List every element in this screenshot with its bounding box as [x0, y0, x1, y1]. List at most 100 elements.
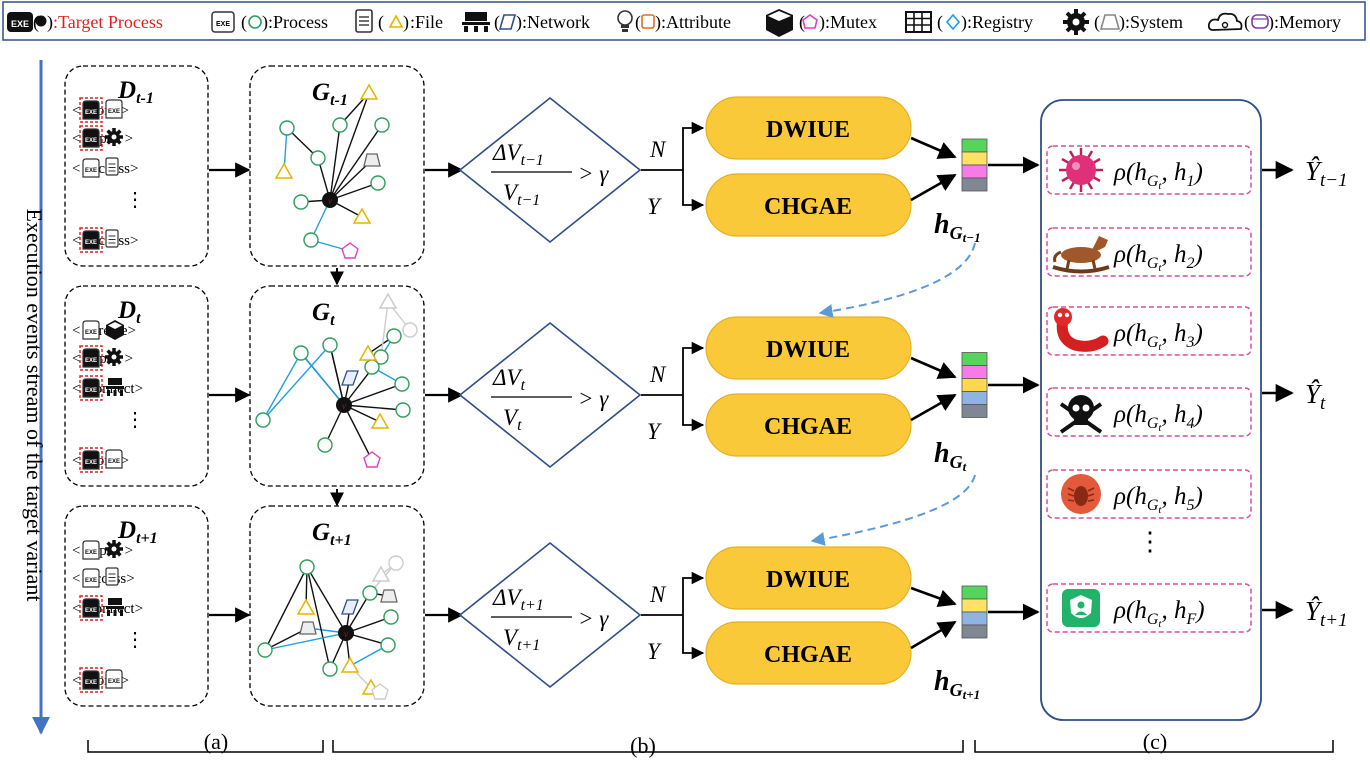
similarity-entry: ρ(hGt, h5) — [1046, 469, 1252, 519]
chgae-box — [705, 621, 912, 685]
similarity-formula-part: h — [1134, 401, 1147, 428]
branch-to-dwiue — [682, 121, 705, 170]
branch-to-chgae — [682, 170, 705, 212]
exe-text: EXE — [85, 138, 97, 144]
cube-top — [108, 322, 122, 329]
embedding-cell — [961, 611, 988, 626]
graph-edge — [343, 404, 404, 411]
similarity-formula-part: ) — [1192, 401, 1202, 428]
chgae-label: CHGAE — [764, 414, 852, 440]
net-top — [108, 378, 122, 385]
similarity-formula: ρ(hGt, hF) — [1113, 597, 1205, 630]
legend-paren-8: () — [1094, 12, 1125, 33]
prediction-base: Ŷ — [1305, 596, 1323, 626]
events-ellipsis: ⋮ — [125, 629, 145, 651]
target-highlight — [79, 447, 103, 473]
fraction-numerator: ΔVt+1 — [492, 585, 544, 614]
fraction-denominator: Vt+1 — [503, 625, 540, 654]
target-process-icon: EXE — [79, 595, 103, 621]
process-icon: EXE — [105, 669, 123, 689]
similarity-formula-part: ρ( — [1113, 241, 1136, 268]
legend-mutex: :Mutex — [825, 12, 877, 32]
graph-edge — [264, 632, 347, 651]
threshold: > γ — [578, 606, 609, 631]
exe-body — [82, 670, 100, 690]
similarity-panel: ρ(hGt, h1)ρ(hGt, h2)ρ(hGt, h3)ρ(hGt, h4)… — [1040, 99, 1262, 721]
process-node — [370, 175, 386, 191]
exe-body — [82, 378, 100, 398]
similarity-formula-part: , h — [1161, 320, 1186, 347]
legend-paren-4: () — [494, 12, 522, 33]
mutex-icon — [766, 9, 818, 37]
similarity-entry-frame — [1046, 469, 1252, 519]
process-node — [279, 120, 295, 136]
horse-tail — [1053, 250, 1062, 263]
net-top — [108, 598, 122, 605]
legend-file: :File — [410, 12, 443, 32]
fraction-den-base: V — [503, 180, 520, 205]
process-node — [293, 194, 309, 210]
branch-y-label: Y — [647, 419, 662, 444]
fraction-den-sub: t+1 — [517, 637, 540, 654]
similarity-formula-part: h — [1134, 320, 1147, 347]
similarity-formula-part: 5 — [1186, 497, 1194, 514]
skull-icon — [1059, 395, 1103, 434]
embedding-cell — [961, 164, 988, 179]
embedding-label: hGt — [934, 438, 967, 474]
worm-eye — [1064, 312, 1070, 318]
panel-label-a: (a) — [204, 729, 228, 754]
exe-body — [105, 99, 123, 119]
graph-edge — [343, 404, 373, 461]
system-node — [380, 589, 398, 603]
process-node — [332, 117, 348, 133]
system-node — [363, 153, 381, 167]
exe-text: EXE — [85, 168, 97, 174]
network-node — [341, 370, 359, 386]
legend-paren-6: () — [799, 12, 825, 33]
bracket-b — [332, 740, 964, 753]
branch-to-dwiue — [682, 571, 705, 615]
exe-body — [82, 598, 100, 618]
fraction-num-base: ΔV — [492, 365, 523, 390]
bug-leg — [1067, 487, 1075, 492]
net-port — [120, 610, 123, 616]
event-entry-2: < , access> — [72, 161, 138, 177]
similarity-formula-part: h — [1134, 597, 1147, 624]
process-node — [364, 359, 380, 375]
similarity-entry-frame — [1046, 387, 1252, 437]
exe-body — [82, 450, 100, 470]
embedding-cell — [961, 585, 988, 600]
panel-label-b: (b) — [630, 733, 656, 758]
skull-eye — [1082, 404, 1090, 412]
exe-text: EXE — [85, 680, 97, 686]
embedding-stack — [961, 585, 988, 639]
events-ellipsis: ⋮ — [125, 189, 145, 211]
similarity-formula: ρ(hGt, h3) — [1113, 320, 1203, 353]
net-port — [107, 390, 110, 396]
process-icon: EXE — [82, 568, 100, 588]
provenance-graph: v — [255, 292, 418, 468]
svg-text:EXE: EXE — [216, 21, 230, 28]
mutex-node — [363, 451, 381, 468]
process-node — [362, 585, 378, 601]
graph-edge — [329, 344, 345, 406]
gear-hole — [111, 134, 117, 140]
embedding-label-sub: G — [950, 680, 963, 700]
gear-icon — [105, 540, 123, 558]
worm-icon — [1054, 308, 1109, 352]
embedding-label-base: h — [934, 666, 950, 697]
process-node — [310, 150, 326, 166]
trojan-horse-icon — [1052, 236, 1110, 274]
similarity-entry: ρ(hGt, h2) — [1046, 227, 1252, 277]
similarity-formula: ρ(hGt, h2) — [1113, 241, 1203, 274]
net-port — [107, 610, 110, 616]
similarity-entry: ρ(hGt, h1) — [1046, 145, 1252, 195]
similarity-formula-part: ρ( — [1113, 597, 1136, 624]
target-node-mark: v — [342, 401, 346, 411]
file-icon — [105, 567, 119, 586]
legend-system: :System — [1125, 12, 1183, 32]
file-node — [370, 412, 390, 429]
exe-body — [82, 100, 100, 120]
exe-body — [82, 540, 100, 560]
